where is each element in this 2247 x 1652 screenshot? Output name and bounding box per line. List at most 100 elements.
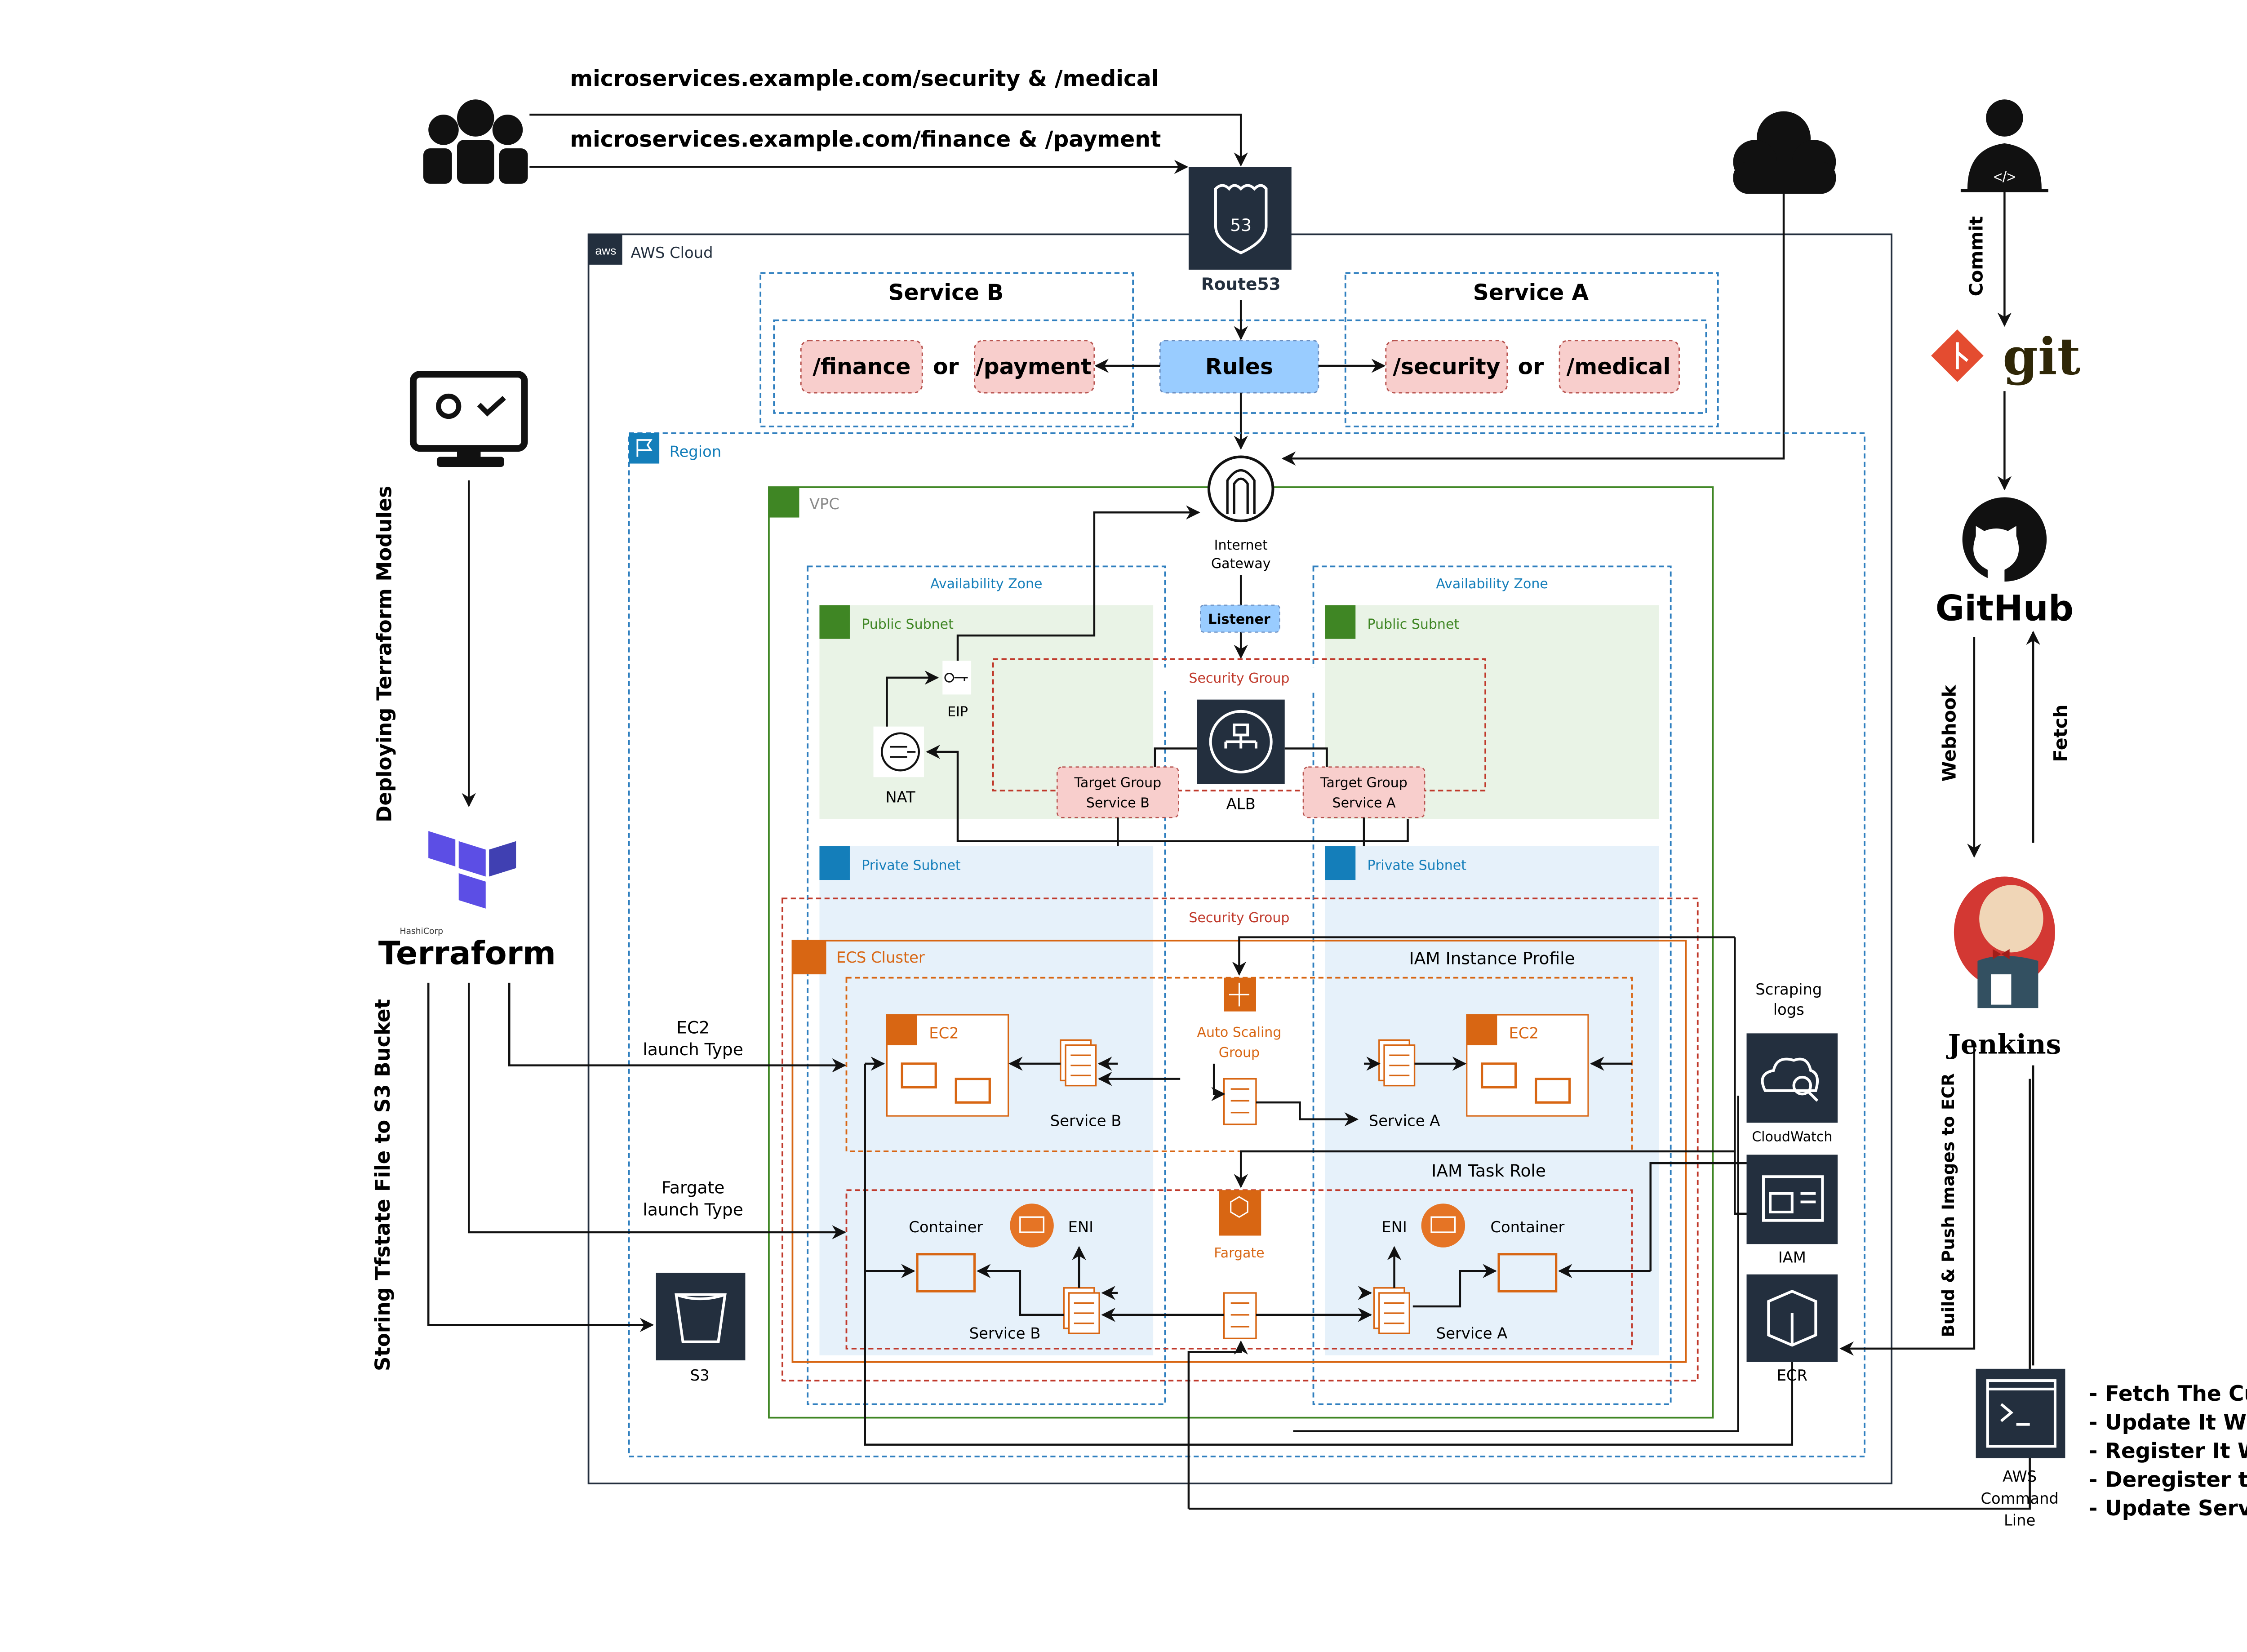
- vpc-label: VPC: [809, 495, 839, 513]
- aws-cli-tile: [1976, 1368, 2065, 1458]
- s3-node[interactable]: [656, 1273, 746, 1361]
- fargate-eni-b-label: ENI: [1068, 1218, 1094, 1236]
- aws-cli-node[interactable]: [1976, 1368, 2065, 1458]
- ec2-task-definition-icon[interactable]: [1223, 1078, 1257, 1125]
- eip-node[interactable]: [942, 661, 972, 695]
- ecr-container-icon: [1767, 1290, 1817, 1347]
- alb-load-balancer-icon: [1209, 710, 1273, 773]
- route53-badge: 53: [1230, 215, 1252, 235]
- path-security-box[interactable]: [1385, 340, 1508, 394]
- internet-cloud-icon: [1733, 111, 1836, 194]
- eip-key-icon: [944, 673, 955, 683]
- path-finance: /finance: [813, 355, 910, 380]
- edge-terraform-s3: [427, 982, 654, 1332]
- route-security-medical-label: microservices.example.com/security & /me…: [570, 66, 1159, 91]
- iam-task-role-label: IAM Task Role: [1431, 1161, 1546, 1181]
- edge-svc-b-container: [976, 1264, 1064, 1316]
- fargate-service-b-tasks-icon[interactable]: [1063, 1287, 1100, 1334]
- ec2-service-a-tasks-icon[interactable]: [1378, 1039, 1416, 1087]
- alb-sg-label-bg: [1158, 667, 1320, 691]
- edge-alb-tg-a: [1284, 747, 1328, 767]
- fargate-launch-line2: launch Type: [643, 1199, 743, 1219]
- fargate-launch-line1: Fargate: [662, 1178, 724, 1198]
- path-finance-box[interactable]: [800, 340, 923, 394]
- region-label: Region: [670, 443, 722, 461]
- edge-task-def-in: [1211, 1063, 1226, 1101]
- listener-box[interactable]: [1200, 604, 1280, 633]
- fargate-eni-a-label: ENI: [1381, 1218, 1407, 1236]
- internet-gateway-node[interactable]: [1207, 455, 1274, 523]
- scraping-logs-line1: Scraping: [1755, 981, 1822, 998]
- path-payment-box[interactable]: [974, 340, 1095, 394]
- ec2-service-b-tasks-icon[interactable]: [1060, 1039, 1097, 1087]
- fargate-task-definition-icon[interactable]: [1223, 1292, 1257, 1339]
- route53-node[interactable]: 53: [1188, 167, 1292, 270]
- aws-cloud-label: AWS Cloud: [631, 244, 713, 262]
- alb-label: ALB: [1226, 795, 1256, 813]
- edge-cloudwatch-loop: [1293, 1096, 1740, 1432]
- deployment-step: - Fetch The Current Task Definition.: [2089, 1381, 2247, 1406]
- developer-icon: </>: [1960, 99, 2048, 192]
- fargate-service-a-tasks-icon[interactable]: [1373, 1287, 1410, 1334]
- monitor-settings-icon: [409, 371, 528, 467]
- ec2-right-container-1-icon: [1480, 1062, 1517, 1089]
- fargate-service-b-label: Service B: [969, 1324, 1041, 1342]
- edge-eip-igw: [956, 505, 1200, 661]
- fargate-container-b-icon[interactable]: [916, 1253, 976, 1292]
- eip-label: EIP: [947, 704, 968, 720]
- igw-label-line2: Gateway: [1211, 556, 1271, 572]
- ecr-node[interactable]: [1746, 1274, 1838, 1362]
- igw-arch-icon: [1226, 469, 1256, 515]
- private-subnet-left-lock-icon: [819, 846, 850, 880]
- ec2-right-chip-icon: [1466, 1015, 1497, 1045]
- region-boundary: [628, 432, 1865, 1457]
- s3-bucket-icon: [675, 1293, 727, 1343]
- vpc-cloud-icon: [768, 487, 799, 518]
- path-payment: /payment: [976, 355, 1092, 380]
- jenkins-logo-icon: [1954, 876, 2055, 1008]
- ec2-right-container-2-icon: [1535, 1078, 1571, 1104]
- fargate-container-a-icon[interactable]: [1497, 1253, 1558, 1292]
- path-medical-box[interactable]: [1559, 340, 1680, 394]
- ec2-service-a-label: Service A: [1369, 1112, 1440, 1130]
- webhook-label: Webhook: [1939, 684, 1960, 782]
- service-b-title: Service B: [888, 280, 1004, 306]
- ecs-security-group-label: Security Group: [1189, 910, 1289, 926]
- ec2-left-container-1-icon: [901, 1062, 937, 1089]
- cloudwatch-icon: [1761, 1057, 1819, 1092]
- iam-lock-icon: [1762, 1175, 1824, 1222]
- alb-node[interactable]: [1197, 699, 1285, 784]
- edge-cli-fargate: [1187, 1340, 1248, 1509]
- terraform-label: Terraform: [378, 935, 556, 972]
- nat-gateway-node[interactable]: [873, 726, 924, 777]
- aws-cli-line2: Command: [1981, 1490, 2058, 1507]
- iam-node[interactable]: [1746, 1155, 1838, 1244]
- edge-alb-tg-b: [1154, 747, 1197, 767]
- auto-scaling-node[interactable]: [1224, 977, 1256, 1012]
- edge-cli-jenkins: [1188, 1079, 2031, 1510]
- route53-label: Route53: [1201, 274, 1281, 294]
- public-subnet-left-lock-icon: [819, 605, 850, 639]
- cloudwatch-tile: [1746, 1033, 1838, 1123]
- region-flag-icon: [629, 433, 660, 464]
- path-security: /security: [1393, 355, 1500, 380]
- terraform-logo-icon: [428, 831, 516, 909]
- deployment-steps-list: - Fetch The Current Task Definition. - U…: [2089, 1381, 2247, 1521]
- scraping-logs-line2: logs: [1773, 1001, 1804, 1018]
- auto-scaling-line1: Auto Scaling: [1197, 1025, 1282, 1040]
- ecs-cluster-icon: [792, 941, 826, 975]
- fargate-node[interactable]: [1219, 1190, 1261, 1236]
- edge-iam-fargate: [1234, 1150, 1735, 1188]
- az-left-boundary: [807, 565, 1166, 1405]
- edge-nat-eip: [886, 671, 939, 727]
- aws-logo-text: aws: [595, 244, 617, 257]
- git-label: git: [2003, 327, 2080, 386]
- aws-logo-icon: [588, 234, 622, 265]
- edge-ecr-branch: [1649, 1162, 1747, 1271]
- deployment-step: - Update Service with new Task Definitio…: [2089, 1496, 2247, 1521]
- route53-shield-icon: [1214, 184, 1268, 254]
- ecs-security-group: [782, 897, 1699, 1381]
- ec2-left-chip-icon: [887, 1015, 918, 1045]
- cloudwatch-node[interactable]: [1746, 1033, 1838, 1123]
